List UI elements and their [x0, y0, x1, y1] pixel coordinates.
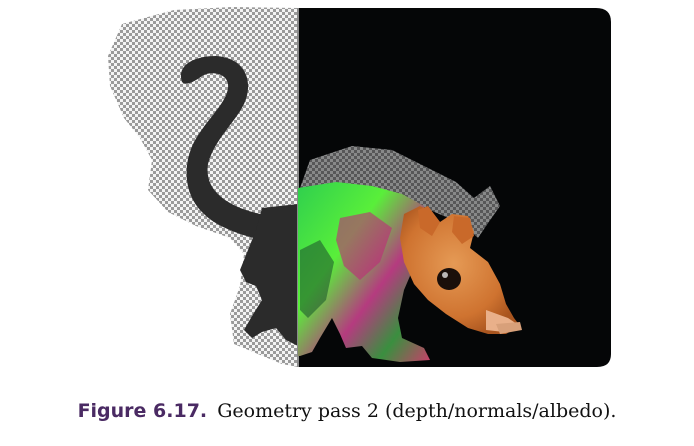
checker-scatter — [300, 146, 500, 238]
figure-label: Figure 6.17. — [77, 400, 208, 422]
normals-accent-2 — [300, 240, 334, 318]
front-paw — [496, 322, 522, 334]
ear-right — [452, 216, 474, 244]
tail-silhouette — [180, 56, 298, 246]
eye-highlight — [442, 272, 448, 278]
figure-caption: Figure 6.17. Geometry pass 2 (depth/norm… — [0, 400, 694, 422]
caption-text: Geometry pass 2 (depth/normals/albedo). — [217, 400, 617, 422]
squirrel-head — [400, 206, 520, 334]
eye — [437, 268, 461, 290]
normals-accent — [336, 212, 392, 280]
body-silhouette — [240, 204, 298, 346]
ear-left — [418, 206, 440, 236]
